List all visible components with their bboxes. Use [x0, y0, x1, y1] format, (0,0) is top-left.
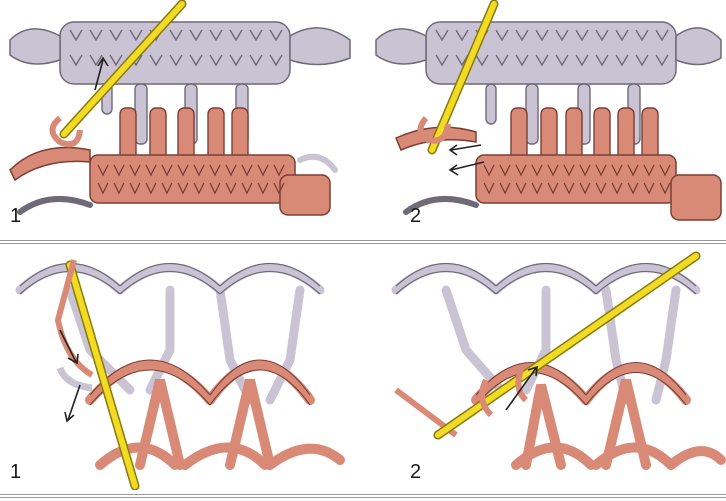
panel-bottom-right: 2 — [366, 250, 726, 490]
light-chain-posts — [486, 84, 640, 144]
panel-bottom-left: 1 — [0, 250, 360, 490]
crochet-illustration-treble-step-2 — [366, 0, 726, 236]
crochet-illustration-treble-step-1 — [0, 0, 360, 236]
panel-top-right: 2 — [366, 0, 726, 236]
pink-stitch-band — [396, 127, 721, 220]
step-label: 2 — [410, 462, 421, 482]
crochet-illustration-net-step-2 — [366, 250, 726, 490]
bottom-divider — [0, 494, 726, 498]
arrow-down-icon — [65, 385, 80, 421]
crochet-illustration-net-step-1 — [0, 250, 360, 490]
panel-top-left: 1 — [0, 0, 360, 236]
light-stitch-band — [376, 22, 721, 84]
step-label: 1 — [10, 206, 21, 226]
light-stitch-band — [10, 22, 350, 84]
hook-icon — [438, 256, 696, 435]
row-divider — [0, 240, 726, 244]
pink-stitch-band — [10, 148, 330, 216]
step-label: 1 — [10, 462, 21, 482]
arrow-left-icon — [450, 145, 481, 155]
step-label: 2 — [410, 206, 421, 226]
